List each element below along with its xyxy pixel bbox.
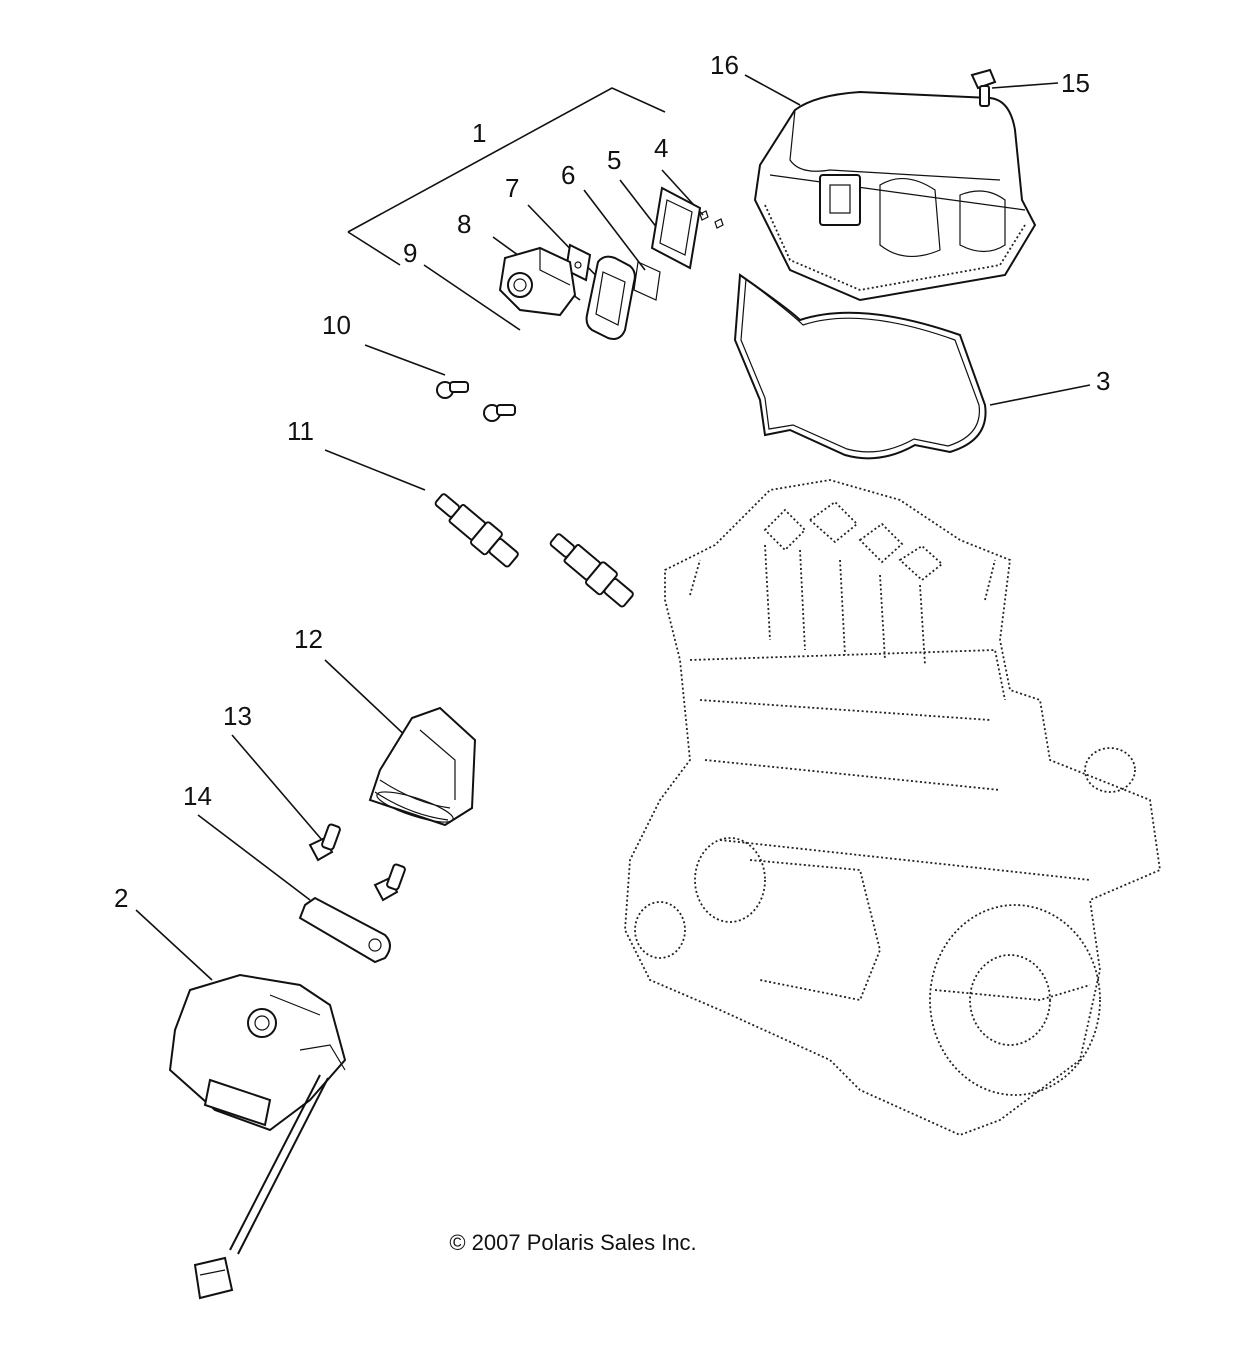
callout-4: 4 — [654, 133, 668, 163]
bolt-13-parts — [308, 823, 406, 902]
clamp-14-part — [298, 896, 391, 964]
callout-14: 14 — [183, 781, 212, 811]
callout-10: 10 — [322, 310, 351, 340]
gasket-part — [733, 273, 987, 460]
spark-plug-parts — [434, 493, 634, 608]
callout-labels: 1 2 3 4 5 6 7 8 9 10 11 12 13 14 15 16 — [114, 50, 1110, 913]
callout-1: 1 — [472, 118, 486, 148]
reed-assembly-parts — [498, 186, 724, 340]
callout-13: 13 — [223, 701, 252, 731]
copyright-notice: © 2007 Polaris Sales Inc. — [0, 1230, 1241, 1256]
bolt-10-parts — [436, 381, 516, 422]
bolt-15-part — [970, 68, 997, 107]
callout-6: 6 — [561, 160, 575, 190]
leader-lines — [135, 74, 1091, 981]
callout-15: 15 — [1061, 68, 1090, 98]
copyright-text: © 2007 Polaris Sales Inc. — [449, 1230, 697, 1255]
throttle-body-part — [168, 973, 347, 1300]
callout-16: 16 — [710, 50, 739, 80]
callout-12: 12 — [294, 624, 323, 654]
callout-7: 7 — [505, 173, 519, 203]
callout-5: 5 — [607, 145, 621, 175]
engine-reference-drawing — [624, 479, 1161, 1136]
intake-boot-part — [368, 706, 477, 827]
callout-8: 8 — [457, 209, 471, 239]
callout-11: 11 — [287, 416, 314, 446]
valve-cover-part — [753, 90, 1037, 302]
callout-3: 3 — [1096, 366, 1110, 396]
callout-9: 9 — [403, 238, 417, 268]
callout-2: 2 — [114, 883, 128, 913]
